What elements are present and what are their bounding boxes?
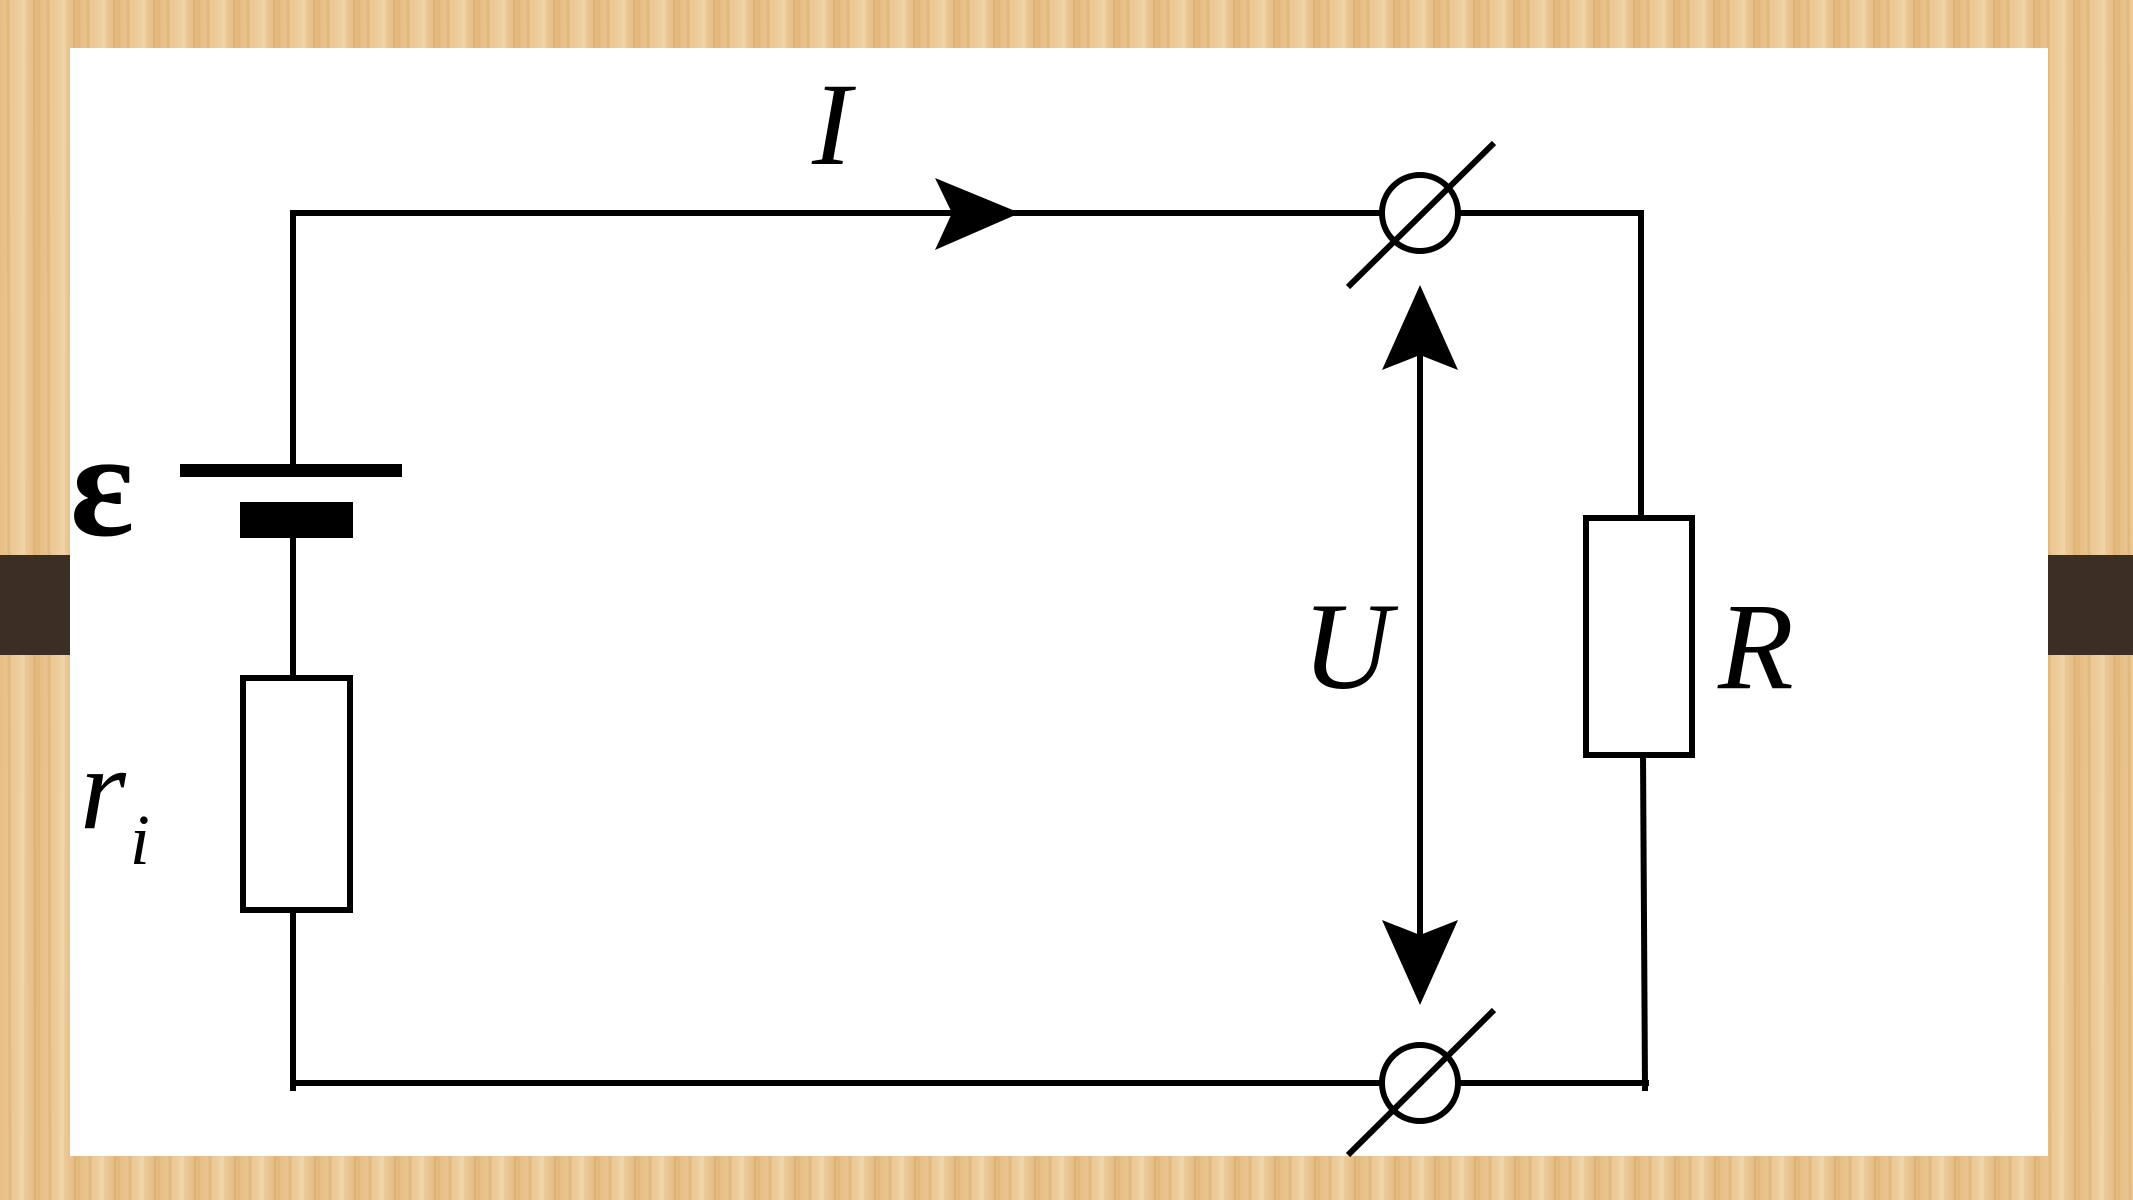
current-label: I: [812, 59, 852, 190]
emf-label: ε: [70, 402, 135, 568]
battery-short-plate: [240, 502, 353, 538]
terminal-top: [1345, 140, 1497, 290]
load-resistor: [1583, 515, 1695, 758]
diagram-panel: [70, 48, 2048, 1156]
internal-resistance-label: ri: [80, 730, 150, 877]
left-dark-band: [0, 555, 80, 655]
internal-resistance-subscript: i: [129, 800, 150, 880]
internal-resistance-symbol: r: [80, 723, 126, 854]
voltage-label: U: [1302, 578, 1392, 715]
battery-long-plate: [180, 464, 402, 477]
right-dark-band: [2040, 555, 2133, 655]
load-resistance-label: R: [1718, 578, 1794, 715]
terminal-bottom: [1345, 1007, 1497, 1158]
wire-right-lower: [1639, 751, 1649, 1092]
internal-resistor: [240, 675, 353, 913]
current-arrow: [935, 178, 1020, 250]
voltage-arrow-head-up: [1382, 285, 1458, 370]
voltage-arrow-head-down: [1382, 920, 1458, 1005]
